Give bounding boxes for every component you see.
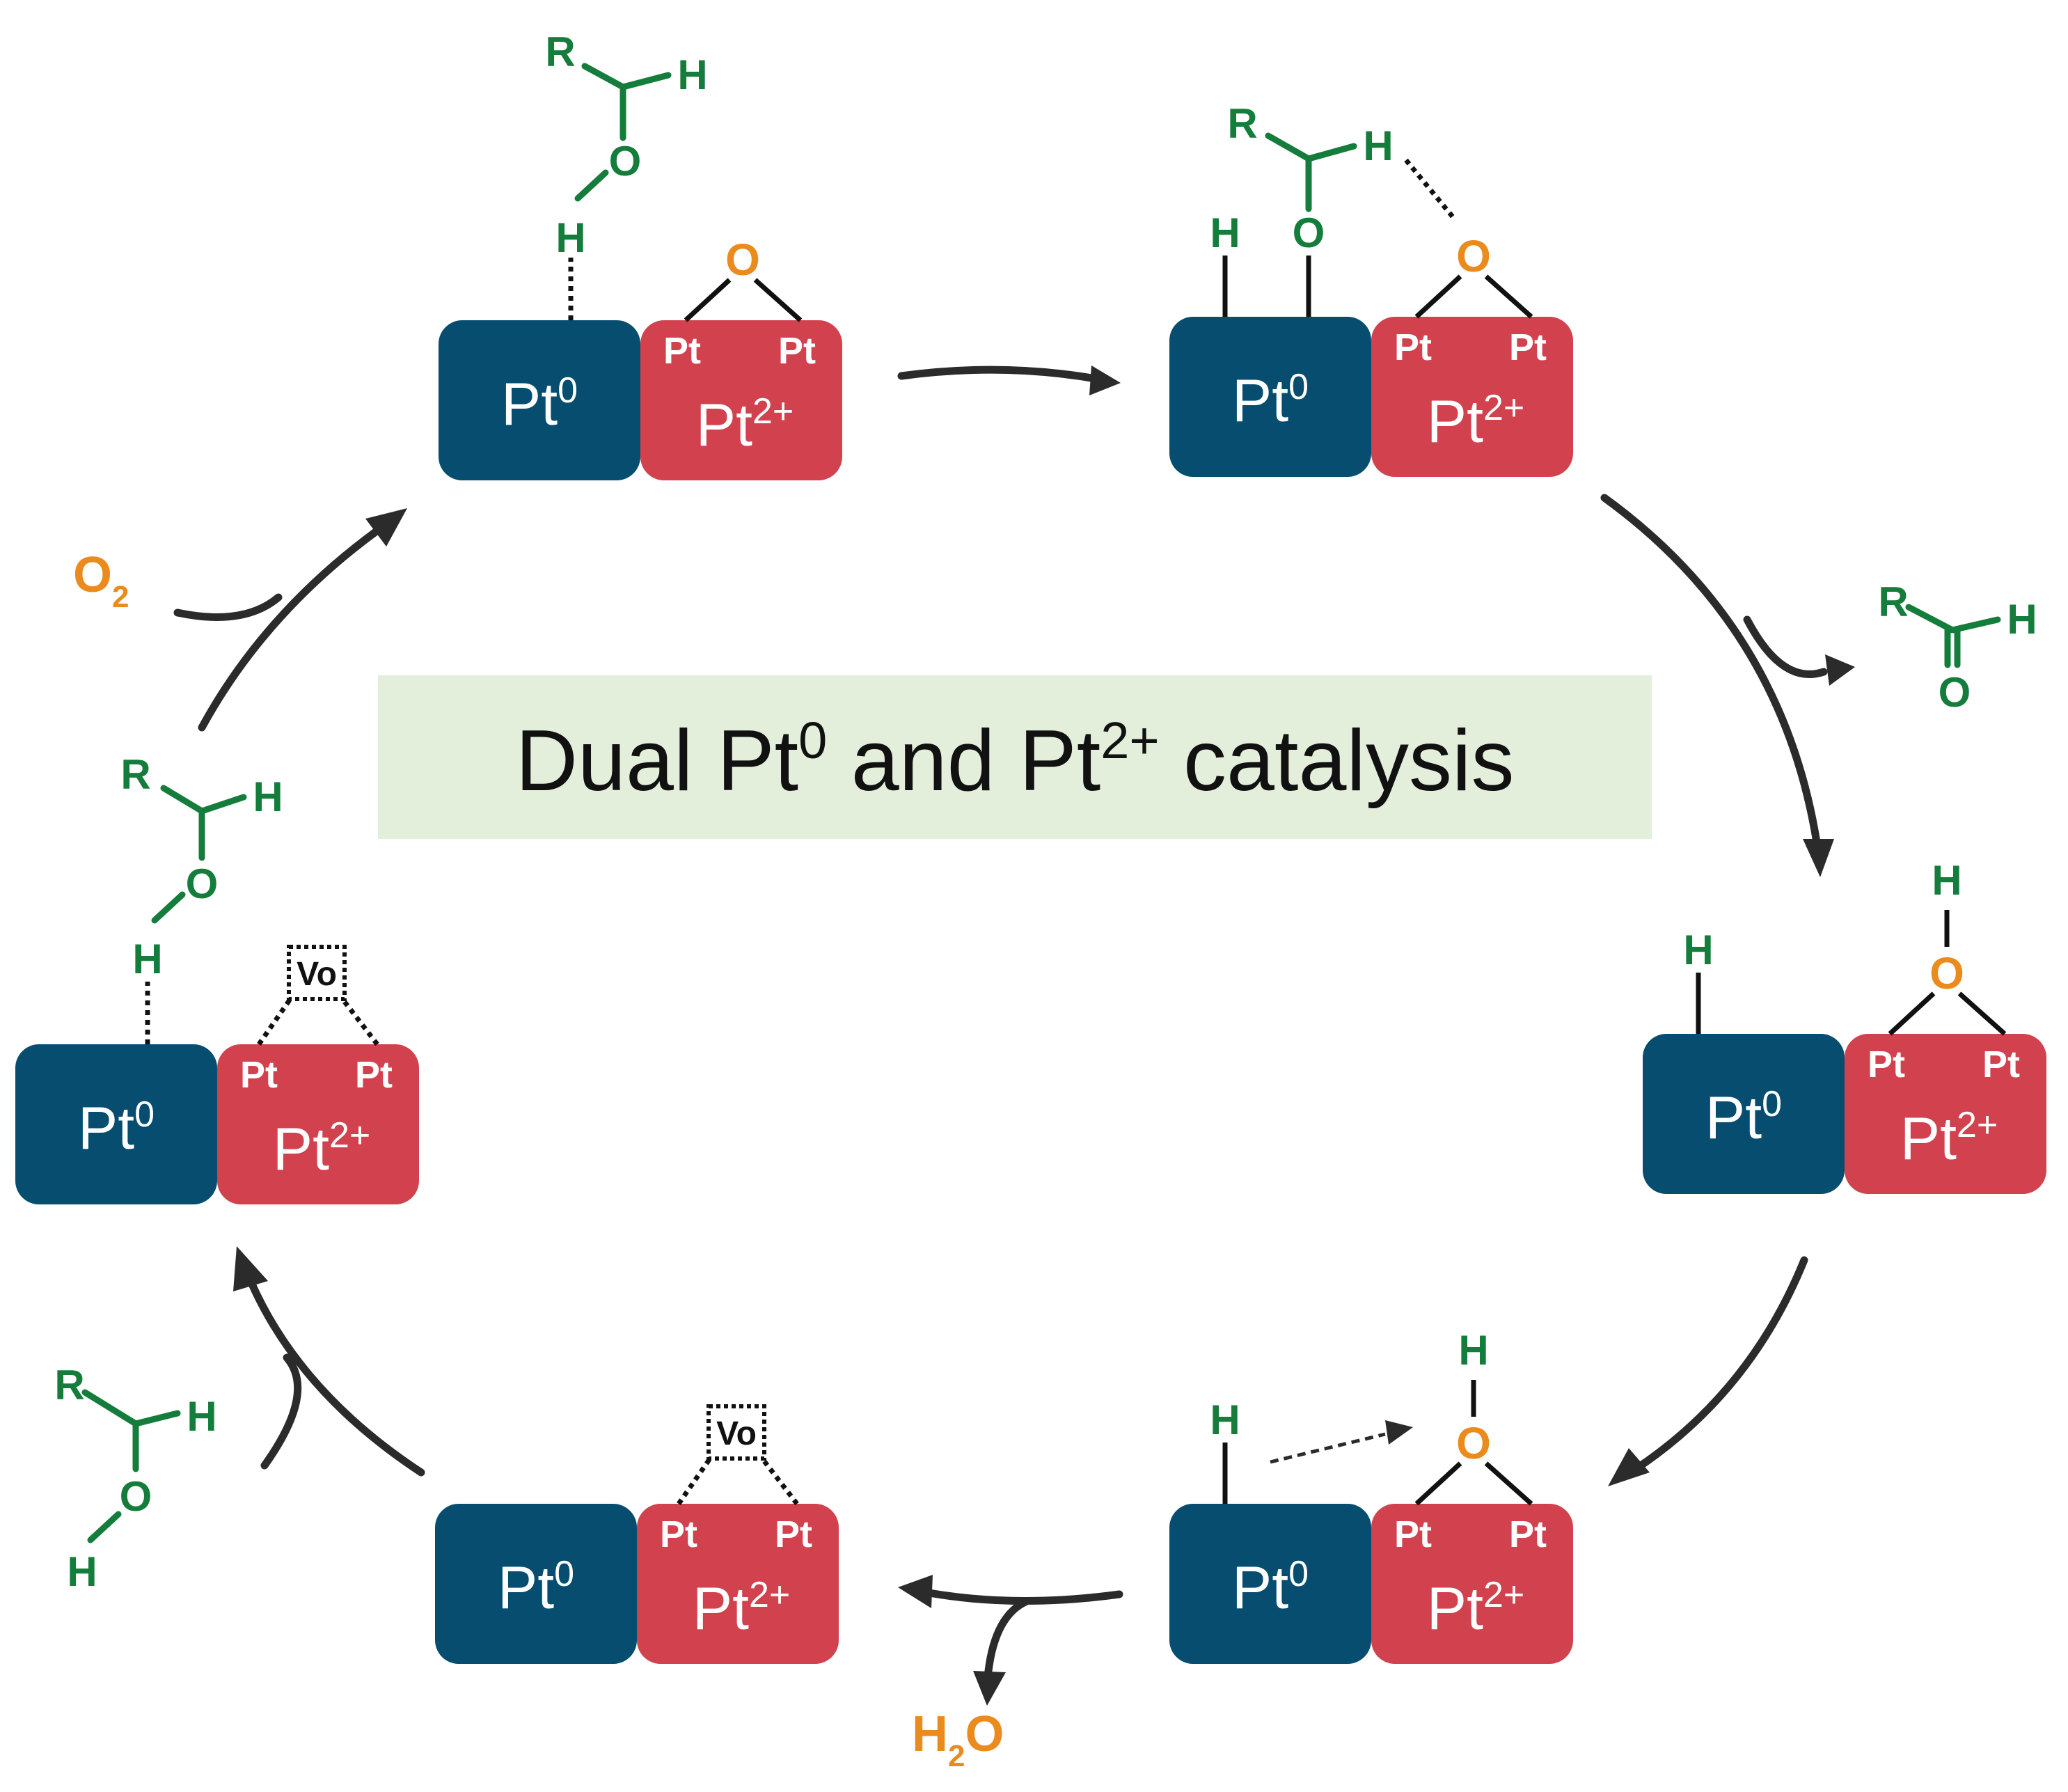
arrow-head-5 bbox=[233, 1246, 268, 1291]
state-2-adsorbates: H O R H bbox=[1210, 100, 1457, 256]
state-5-catalyst: Vo bbox=[435, 1404, 839, 1664]
arrow-step-6 bbox=[198, 525, 384, 732]
state-3-catalyst: O bbox=[1643, 910, 2046, 1194]
state-3-surface-h: H bbox=[1683, 927, 1713, 973]
svg-text:H: H bbox=[677, 52, 707, 98]
oxygen-entry-branch bbox=[173, 593, 283, 621]
water-release-head bbox=[973, 1671, 1006, 1706]
oxygen-vacancy-label: Vo bbox=[716, 1415, 757, 1452]
svg-text:H: H bbox=[67, 1548, 97, 1595]
svg-text:O: O bbox=[186, 860, 219, 907]
oxygen-vacancy-label: Vo bbox=[297, 956, 337, 993]
bridging-oxygen: O bbox=[725, 235, 760, 285]
svg-text:R: R bbox=[1227, 100, 1257, 147]
state-4-catalyst: O bbox=[1169, 1380, 1573, 1664]
state-4-surface-h: H bbox=[1210, 1397, 1240, 1443]
state-6-alcohol: H O R H bbox=[120, 751, 283, 982]
svg-text:O: O bbox=[120, 1473, 152, 1520]
title-background bbox=[378, 675, 1652, 839]
state-6-catalyst: Vo bbox=[15, 945, 419, 1204]
svg-text:R: R bbox=[1878, 579, 1908, 625]
hydroxyl-oxygen: O bbox=[1929, 948, 1964, 998]
svg-text:H: H bbox=[1210, 210, 1240, 256]
svg-text:H: H bbox=[187, 1393, 216, 1440]
arrow-head-6 bbox=[365, 508, 407, 547]
aldehyde-release-branch bbox=[1743, 615, 1828, 678]
h-transfer-arrow bbox=[1270, 1432, 1386, 1464]
svg-text:H: H bbox=[1363, 123, 1393, 169]
svg-text:O: O bbox=[1939, 669, 1971, 716]
water-molecule-label: H2O bbox=[912, 1706, 1004, 1773]
arrow-head-3 bbox=[1608, 1448, 1650, 1486]
h-transfer-head bbox=[1385, 1420, 1413, 1445]
bridging-oxygen: O bbox=[1456, 231, 1491, 281]
svg-text:R: R bbox=[54, 1362, 84, 1408]
arrow-head-2 bbox=[1803, 839, 1834, 877]
arrow-head-4 bbox=[898, 1575, 933, 1608]
arrow-step-2 bbox=[1600, 494, 1821, 847]
state-3-hydroxyl-h: H bbox=[1932, 857, 1962, 904]
aldehyde-release-head bbox=[1825, 654, 1855, 686]
svg-text:H: H bbox=[2007, 596, 2037, 643]
state-2-catalyst: O bbox=[1169, 231, 1573, 477]
state-4-hydroxyl-h: H bbox=[1458, 1327, 1488, 1374]
diagram-title: Dual Pt0 and Pt2+ catalysis bbox=[515, 712, 1514, 809]
arrow-head-1 bbox=[1089, 366, 1121, 395]
aldehyde-product: R H O bbox=[1878, 579, 2037, 716]
state-1-catalyst: O bbox=[439, 235, 842, 480]
state-1-alcohol: H O R H bbox=[545, 29, 707, 261]
svg-text:R: R bbox=[120, 751, 150, 798]
svg-text:H: H bbox=[555, 214, 585, 261]
oxygen-molecule-label: O2 bbox=[73, 547, 129, 614]
svg-text:R: R bbox=[545, 29, 575, 75]
svg-text:O: O bbox=[609, 138, 642, 184]
incoming-alcohol: R H O H bbox=[54, 1362, 216, 1595]
svg-text:O: O bbox=[1293, 210, 1325, 256]
hydroxyl-oxygen: O bbox=[1456, 1418, 1491, 1468]
svg-text:H: H bbox=[253, 773, 283, 820]
alcohol-entry-branch bbox=[260, 1353, 302, 1470]
water-release-branch bbox=[984, 1597, 1031, 1675]
svg-text:H: H bbox=[132, 936, 162, 982]
arrow-step-3 bbox=[1632, 1256, 1808, 1473]
arrow-step-5 bbox=[246, 1277, 425, 1477]
arrow-step-1 bbox=[897, 366, 1104, 384]
cycle-arrows bbox=[173, 366, 1855, 1706]
